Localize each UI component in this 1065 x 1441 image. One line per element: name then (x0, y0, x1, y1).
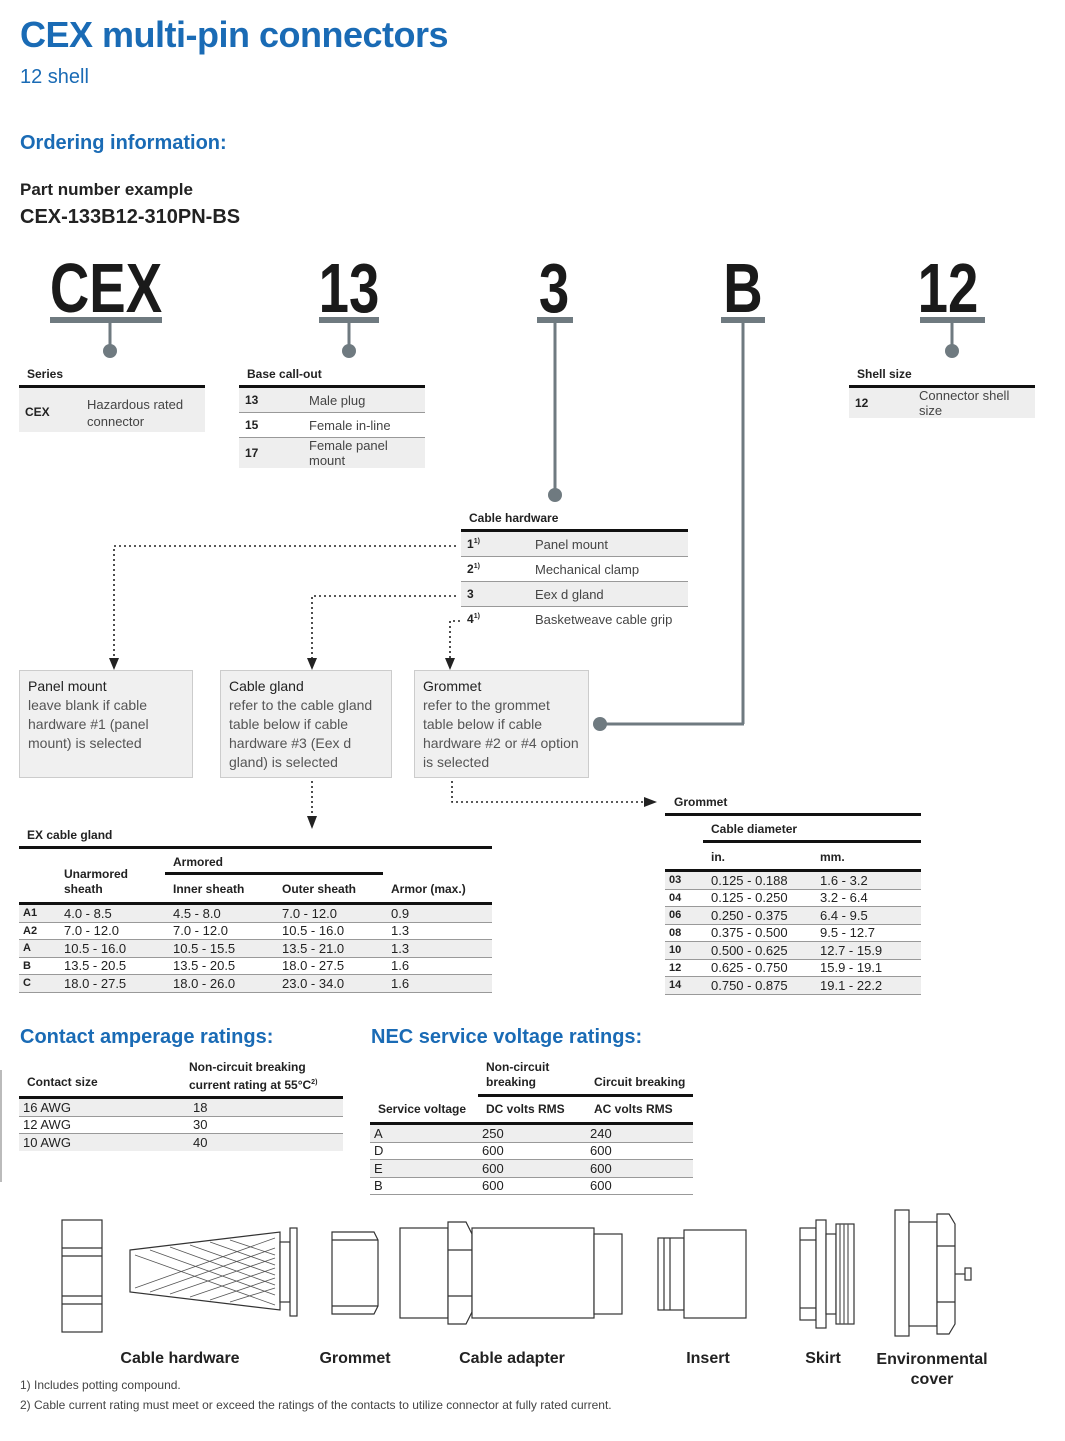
amperage-h1: Non-circuit breaking current rating at 5… (189, 1060, 312, 1092)
amperage-h0: Contact size (27, 1075, 98, 1089)
table-row: 3 Eex d gland (461, 581, 688, 607)
basketweave-grip-shape (129, 1227, 298, 1317)
cable-gland-box: Cable gland refer to the cable gland tab… (220, 670, 392, 778)
series-desc: Hazardous rated connector (87, 397, 184, 429)
caption-cable-hardware: Cable hardware (120, 1350, 240, 1367)
table-row: 21) Mechanical clamp (461, 557, 688, 582)
ex-gland-title: EX cable gland (27, 828, 113, 842)
table-row: 13 Male plug (239, 386, 425, 413)
ex-gland-h2: Outer sheath (282, 882, 357, 896)
table-row: 15 Female in-line (239, 413, 425, 438)
insert-shape (657, 1229, 747, 1319)
amperage-h1-wrap: Non-circuit breaking current rating at 5… (189, 1060, 349, 1093)
nec-h1: DC volts RMS (486, 1102, 565, 1116)
shell-title: Shell size (857, 367, 912, 381)
part-number: CEX-133B12-310PN-BS (20, 206, 241, 228)
grommet-shape (331, 1231, 379, 1315)
ex-gland-toprule (19, 846, 492, 849)
caption-grommet: Grommet (319, 1350, 391, 1367)
grommet-box: Grommet refer to the grommet table below… (414, 670, 589, 778)
nec-gh0: Non-circuit breaking (486, 1060, 550, 1089)
series-table: CEX Hazardous rated connector (19, 385, 205, 432)
nec-h0: Service voltage (378, 1102, 467, 1116)
part-label: Part number example (20, 180, 193, 199)
shell-table: 12 Connector shell size (849, 385, 1035, 418)
grommet-title: Grommet (674, 795, 728, 809)
caption-cable-adapter: Cable adapter (459, 1350, 565, 1367)
code-cable-hardware: 3 (538, 249, 570, 327)
grommet-h0: in. (711, 850, 725, 864)
ex-gland-armored: Armored (173, 855, 224, 869)
ordering-heading: Ordering information: (20, 132, 227, 154)
panel-mount-box: Panel mount leave blank if cable hardwar… (19, 670, 193, 778)
base-table: 13 Male plug 15 Female in-line 17 Female… (239, 385, 425, 468)
component-illustration (61, 1209, 972, 1337)
grommet-toprule (665, 813, 921, 816)
amperage-h1-sup: 2) (311, 1079, 318, 1086)
grommet-h1: mm. (820, 850, 845, 864)
cable-hardware-nut-shape (61, 1219, 103, 1333)
code-b: B (723, 249, 763, 327)
cable-hw-title: Cable hardware (469, 511, 559, 525)
nec-heading: NEC service voltage ratings: (371, 1026, 643, 1048)
caption-insert: Insert (686, 1350, 730, 1367)
ex-gland-h3: Armor (max.) (391, 882, 466, 896)
page-title: CEX multi-pin connectors (20, 14, 449, 55)
left-margin-bar (0, 1070, 2, 1182)
nec-h2: AC volts RMS (594, 1102, 673, 1116)
series-code: CEX (25, 405, 50, 419)
table-row: 41) Basketweave cable grip (467, 611, 673, 627)
code-series: CEX (49, 249, 163, 327)
amperage-heading: Contact amperage ratings: (20, 1026, 274, 1048)
code-base: 13 (318, 249, 380, 327)
cable-diameter-rule (703, 840, 921, 843)
base-title: Base call-out (247, 367, 322, 381)
footnote-1: 1) Includes potting compound. (20, 1378, 181, 1392)
ex-gland-h1: Inner sheath (173, 882, 245, 896)
skirt-shape (799, 1219, 855, 1329)
footnote-2: 2) Cable current rating must meet or exc… (20, 1398, 612, 1412)
nec-group-rule (478, 1094, 693, 1097)
series-title: Series (27, 367, 64, 381)
table-row: 12 Connector shell size (849, 386, 1035, 418)
environmental-cover-shape (894, 1209, 972, 1337)
ex-gland-h0: Unarmored sheath (64, 867, 129, 896)
cable-hw-table: 11) Panel mount 21) Mechanical clamp 3 E… (461, 529, 688, 631)
caption-environmental-cover: Environmental cover (876, 1351, 988, 1388)
table-row: 17 Female panel mount (239, 437, 425, 468)
caption-skirt: Skirt (805, 1350, 841, 1367)
code-shell: 12 (917, 249, 979, 327)
nec-gh1: Circuit breaking (594, 1075, 686, 1089)
table-row: 11) Panel mount (461, 530, 688, 557)
page-subtitle: 12 shell (20, 66, 89, 88)
cable-adapter-shape (399, 1221, 623, 1325)
grommet-cable-diameter: Cable diameter (711, 822, 798, 836)
armored-rule (165, 872, 383, 875)
